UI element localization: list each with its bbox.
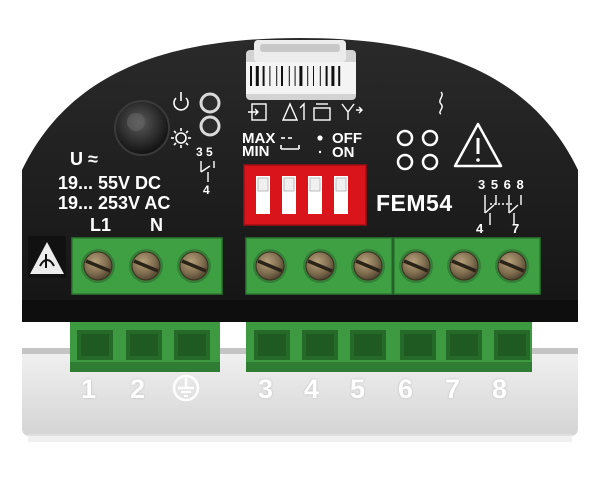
- supply-range-ac: 19... 253V AC: [58, 193, 171, 213]
- dip-switch[interactable]: [243, 164, 367, 226]
- mode-max-label: MAX: [242, 130, 276, 147]
- mode-min-label: MIN: [242, 143, 270, 160]
- on-dot: [318, 150, 322, 154]
- housing-base: [22, 300, 578, 322]
- terminal-screw-6[interactable]: [351, 249, 385, 283]
- sensor-lens: [114, 100, 170, 156]
- indicator-holes: [396, 129, 439, 171]
- relay-left-top-numbers: 3 5: [196, 145, 213, 159]
- plug-slot-6[interactable]: [350, 330, 386, 360]
- terminal-screw-4[interactable]: [253, 249, 287, 283]
- plug-slot-2[interactable]: [126, 330, 162, 360]
- relay-right-bottom-right-number: 7: [512, 221, 520, 236]
- supply-symbol: U ≈: [70, 149, 98, 169]
- mode-off-label: OFF: [332, 130, 362, 147]
- warning-triangle-icon: [453, 122, 503, 168]
- squiggle-mark: [439, 91, 443, 115]
- dip-switch-lever-4[interactable]: [334, 176, 348, 214]
- relay-right-top-numbers: 3 5 6 8: [478, 177, 525, 192]
- plug-slot-9[interactable]: [494, 330, 530, 360]
- power-icon: [173, 92, 189, 111]
- terminal-screw-2[interactable]: [129, 249, 163, 283]
- terminal-screw-7[interactable]: [399, 249, 433, 283]
- esd-warning-icon: [28, 236, 66, 278]
- plug-number-2: 2: [130, 374, 146, 404]
- sun-icon: [171, 128, 191, 148]
- plug-slot-8[interactable]: [446, 330, 482, 360]
- relay-left-bottom-number: 4: [203, 183, 210, 197]
- terminal-screw-1[interactable]: [81, 249, 115, 283]
- terminal-screw-9[interactable]: [495, 249, 529, 283]
- dip-switch-lever-1[interactable]: [256, 176, 270, 214]
- terminal-label-n: N: [150, 215, 163, 235]
- plug-slot-3[interactable]: [174, 330, 210, 360]
- dip-switch-lever-2[interactable]: [282, 176, 296, 214]
- off-dot: [317, 135, 323, 141]
- dip-switch-lever-3[interactable]: [308, 176, 322, 214]
- terminal-label-l1: L1: [90, 215, 112, 235]
- mode-icons: [248, 102, 363, 121]
- plug-slot-1[interactable]: [77, 330, 113, 360]
- relay-icon-right: [484, 195, 522, 225]
- terminal-screw-3[interactable]: [177, 249, 211, 283]
- plug-slot-7[interactable]: [400, 330, 436, 360]
- model-name: FEM54: [376, 190, 453, 216]
- terminal-screw-5[interactable]: [303, 249, 337, 283]
- terminal-screw-8[interactable]: [447, 249, 481, 283]
- ground-icon: [172, 374, 200, 402]
- plug-number-6: 6: [398, 374, 414, 404]
- plug-number-1: 1: [81, 374, 97, 404]
- plug-slot-5[interactable]: [302, 330, 338, 360]
- plug-number-7: 7: [445, 374, 461, 404]
- mode-dashes: [280, 137, 300, 150]
- mode-on-label: ON: [332, 144, 355, 161]
- relay-icon-left: [200, 161, 215, 182]
- led-pair: [199, 92, 221, 137]
- supply-range-dc: 19... 55V DC: [58, 173, 162, 193]
- plug-number-3: 3: [258, 374, 274, 404]
- plug-number-4: 4: [304, 374, 320, 404]
- plug-number-5: 5: [350, 374, 366, 404]
- barcode-icon: [246, 62, 356, 94]
- plug-slot-4[interactable]: [254, 330, 290, 360]
- relay-right-bottom-left-number: 4: [476, 221, 484, 236]
- plug-number-8: 8: [492, 374, 508, 404]
